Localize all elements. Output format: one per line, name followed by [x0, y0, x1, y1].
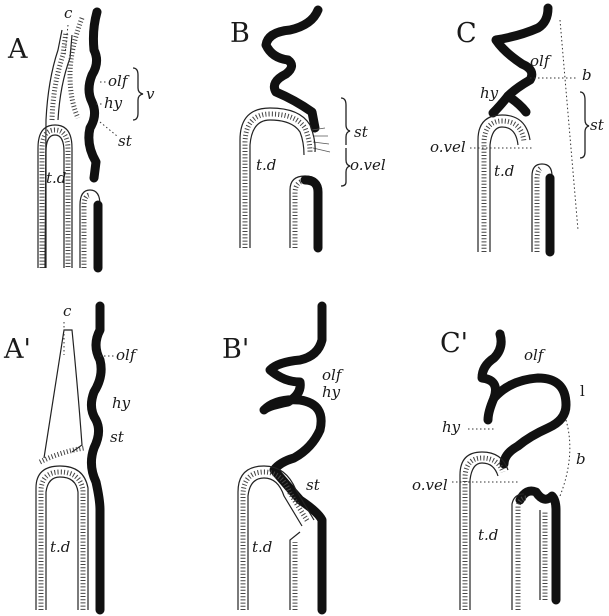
panel-a-right-layer [70, 18, 82, 118]
panel-b-label-ovel: o.vel [350, 156, 386, 174]
panel-c-prime-label-l: l [580, 382, 585, 400]
panel-c-st-brace [580, 92, 589, 158]
panel-b-ovel-brace [341, 148, 350, 186]
panel-c-prime-dark-lower [520, 491, 556, 600]
panel-a-label-olf: olf [108, 72, 130, 90]
panel-c-td-inner [490, 127, 518, 252]
panel-c: C t.d olf b hy st o.vel [430, 8, 605, 252]
panel-c-label-ovel: o.vel [430, 138, 466, 156]
panel-b-label-st: st [354, 123, 369, 141]
panel-a-v-brace [133, 68, 143, 120]
panel-a-dark-wall [89, 12, 97, 178]
panel-b-lower-dark [305, 180, 318, 248]
panel-c-prime-dark-upper [482, 334, 501, 420]
panel-b-lower-tube-layer [295, 181, 305, 248]
panel-c-prime-label-ovel: o.vel [412, 476, 448, 494]
panel-a-prime-chamber-floor [40, 448, 84, 462]
panel-c-prime-label-hy: hy [442, 418, 461, 436]
panel-c-prime: C' t.d olf l hy b o.vel [412, 328, 586, 610]
panel-c-lower-tube-layer [537, 168, 542, 252]
panel-b-label-td: t.d [256, 156, 276, 174]
panel-a-prime-label-st: st [110, 428, 125, 446]
panel-c-letter: C [456, 18, 477, 49]
panel-a-prime-letter: A' [3, 334, 31, 365]
panel-c-label-olf: olf [530, 52, 552, 70]
panel-a-letter: A [7, 34, 28, 65]
panel-a-prime-chamber [44, 330, 82, 458]
panel-a-prime-dark-wall [91, 306, 101, 610]
panel-c-label-b: b [582, 66, 592, 84]
panel-b-prime-label-st: st [306, 476, 321, 494]
panel-a-label-c: c [64, 4, 73, 22]
panel-a-td-inner [46, 135, 64, 268]
panel-c-prime-label-b: b [576, 450, 586, 468]
panel-a-prime-label-hy: hy [112, 394, 131, 412]
panel-c-label-st: st [590, 116, 605, 134]
panel-a-label-v: v [146, 85, 155, 103]
panel-c-prime-dark-loop [494, 378, 566, 464]
panel-a-label-hy: hy [104, 94, 123, 112]
panel-b-dark-wall [266, 10, 318, 128]
panel-a-prime-label-td: t.d [50, 538, 70, 556]
panel-a-st-pointer [100, 122, 117, 136]
panel-b-prime-label-td: t.d [252, 538, 272, 556]
panel-b-prime-label-hy: hy [322, 383, 341, 401]
panel-a-lower-tube-layer [84, 195, 90, 268]
panel-c-label-td: t.d [494, 162, 514, 180]
panel-b-prime: B' t.d olf hy st [222, 306, 344, 610]
panel-c-prime-label-td: t.d [478, 526, 498, 544]
panel-c-prime-b-line [560, 420, 570, 496]
panel-a-label-st: st [118, 132, 133, 150]
panel-c-prime-letter: C' [440, 328, 468, 359]
panel-a-label-td: t.d [46, 169, 66, 187]
panel-b-letter: B [230, 18, 250, 49]
panel-c-prime-label-olf: olf [524, 346, 546, 364]
panel-a: A c t.d olf hy v st [7, 4, 155, 268]
panel-b-st-brace [341, 98, 350, 145]
panel-c-td-outer [478, 115, 530, 252]
panel-c-b-line [560, 20, 578, 230]
panel-a-prime-label-c: c [63, 302, 72, 320]
panel-c-label-hy: hy [480, 84, 499, 102]
panel-a-prime-label-olf: olf [116, 346, 138, 364]
panel-c-prime-lower-layer [518, 498, 526, 610]
panel-b-prime-letter: B' [222, 334, 249, 365]
panel-b: B t.d st o.vel [230, 10, 386, 248]
panel-c-dark-branch [508, 96, 526, 112]
panel-b-prime-label-olf: olf [322, 366, 344, 384]
panel-a-prime: A' c t.d olf hy st [3, 302, 138, 610]
